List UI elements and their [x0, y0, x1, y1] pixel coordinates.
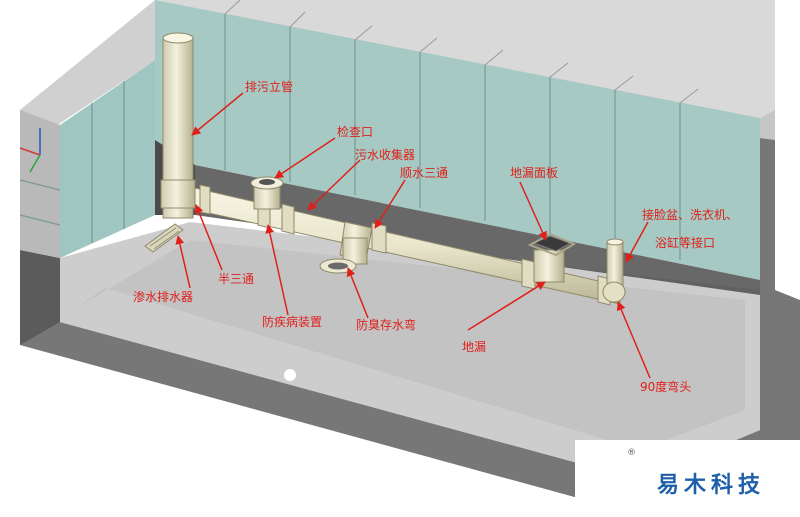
- left-wall-tile-lines: [19, 81, 125, 243]
- label-fixture-interface-line2: 浴缸等接口: [655, 236, 716, 250]
- leader-odor-trap: [346, 267, 369, 319]
- label-drain-panel: 地漏面板: [510, 166, 559, 180]
- fixture-interface-top: [606, 238, 624, 246]
- back-wall-ledge: [155, 0, 775, 118]
- back-ledge-blocks: [224, 0, 699, 104]
- label-stack-pipe: 排污立管: [245, 80, 294, 94]
- back-wall: [155, 0, 760, 280]
- leader-seepage-drain: [175, 235, 191, 289]
- seepage-drain-grate-slots: [149, 227, 180, 250]
- stack-pipe-socket: [160, 179, 196, 209]
- leader-fixture-interface: [625, 221, 649, 263]
- leader-sewage-collector: [307, 159, 361, 211]
- brand-name: 易木科技: [657, 473, 766, 498]
- odor-trap-outlet-inner: [328, 262, 348, 270]
- leader-y-tee: [374, 179, 406, 229]
- back-wall-tile-lines: [224, 14, 681, 260]
- label-cleanout: 检查口: [337, 125, 374, 139]
- axes-icon: [19, 128, 41, 173]
- brand-box: ® 易木科技: [575, 440, 800, 517]
- label-elbow-90: 90度弯头: [640, 380, 692, 394]
- cleanout-cap-inner: [259, 179, 275, 185]
- left-wall: [60, 60, 155, 258]
- left-wall-outer: [20, 0, 155, 150]
- stack-pipe-top: [162, 32, 194, 44]
- brand-registered-mark: ®: [627, 448, 636, 458]
- label-sewage-collector: 污水收集器: [355, 148, 416, 162]
- label-y-tee: 顺水三通: [400, 166, 449, 180]
- leader-elbow-90: [616, 301, 651, 379]
- elbow-90: [602, 281, 626, 303]
- leader-lines: [175, 92, 651, 379]
- concrete-slab-front: [20, 0, 800, 515]
- floor-dot: [284, 369, 296, 381]
- leader-anti-disease: [265, 224, 289, 316]
- seepage-drain-grate: [144, 223, 184, 253]
- floor-drain-body: [533, 249, 565, 283]
- label-seepage-drain: 渗水排水器: [133, 290, 194, 304]
- label-half-tee: 半三通: [218, 272, 255, 286]
- concrete-slab-left: [20, 250, 60, 345]
- leader-half-tee: [194, 204, 223, 271]
- leader-cleanout: [274, 137, 336, 179]
- leader-drain-panel: [519, 181, 547, 241]
- label-floor-drain: 地漏: [462, 340, 487, 354]
- label-odor-trap: 防臭存水弯: [356, 318, 417, 332]
- label-anti-disease-device: 防疾病装置: [262, 315, 323, 329]
- left-wall-edge: [20, 110, 60, 258]
- label-fixture-interface-line1: 接脸盆、洗衣机、: [642, 208, 739, 222]
- leader-floor-drain: [467, 281, 546, 331]
- leader-stack-pipe: [191, 92, 244, 136]
